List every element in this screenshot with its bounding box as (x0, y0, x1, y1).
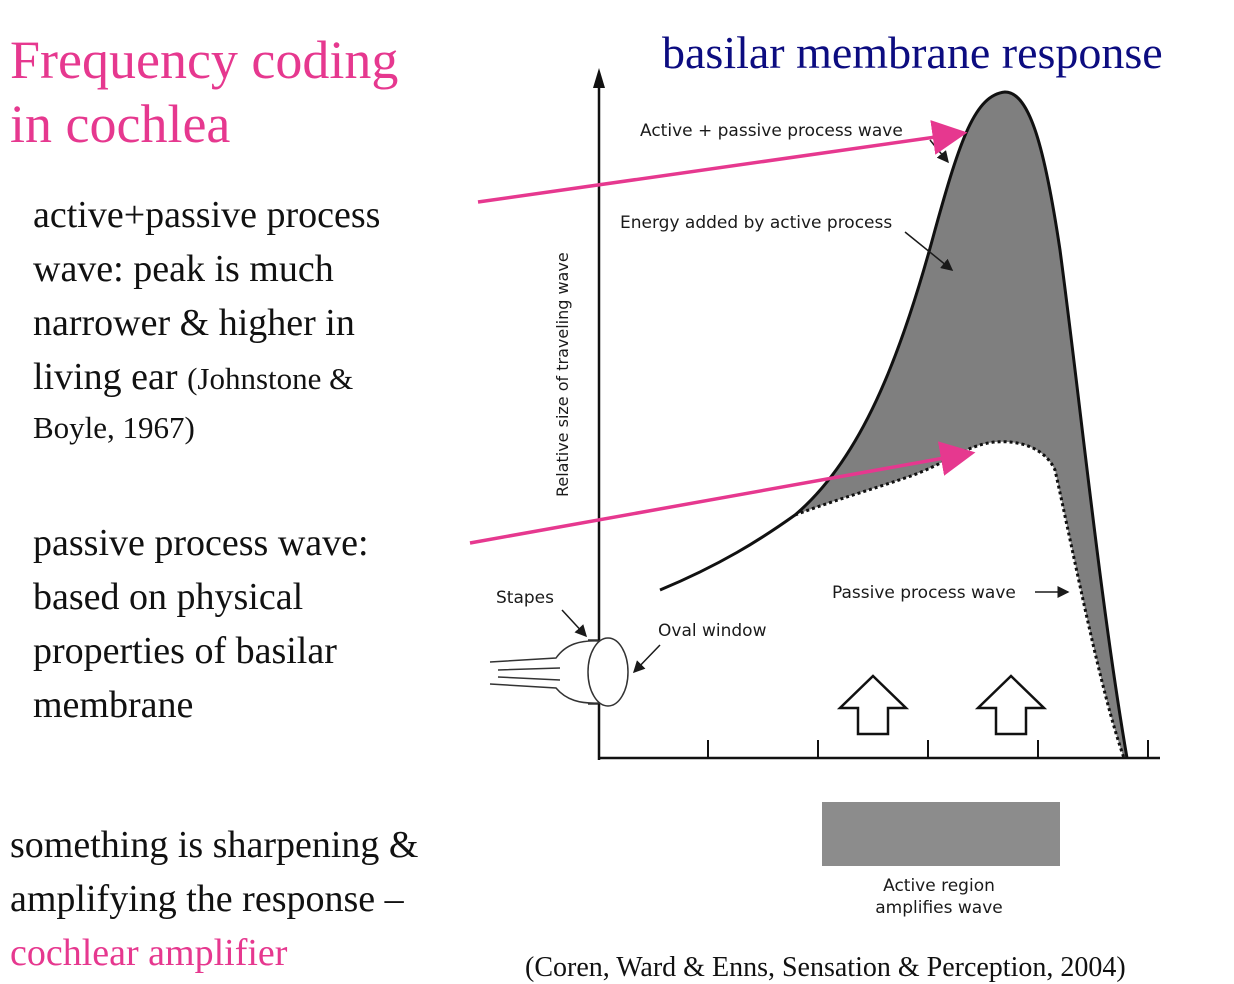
oval-window-label: Oval window (658, 621, 767, 641)
active-region-up-arrow-left (836, 674, 910, 736)
energy-added-label: Energy added by active process (620, 213, 892, 233)
active-passive-pointer (929, 139, 949, 164)
stapes-pointer (561, 609, 588, 638)
active-text-line-1: active+passive process (33, 194, 381, 236)
passive-text-line-2: based on physical (33, 576, 304, 618)
active-energy-region (795, 92, 1127, 758)
active-text-line-3: narrower & higher in (33, 302, 355, 344)
passive-wave-curve (794, 440, 1126, 759)
oval-window-pointer (632, 644, 661, 674)
y-axis-label: Relative size of traveling wave (553, 252, 572, 497)
amplifier-description: something is sharpening & amplifying the… (10, 818, 530, 980)
bottom-text-line-1: something is sharpening & (10, 824, 419, 866)
x-axis-ticks (707, 740, 1149, 758)
stapes-illustration (489, 637, 629, 707)
active-text-line-4: living ear (Johnstone & (33, 350, 473, 406)
pink-pointer-active (477, 120, 968, 204)
active-passive-description: active+passive process wave: peak is muc… (33, 188, 473, 450)
active-text-line-4-main: living ear (33, 356, 178, 398)
stapes-label: Stapes (496, 588, 554, 608)
active-region-label-line-1: Active region (883, 876, 995, 896)
passive-wave-label: Passive process wave (832, 583, 1016, 603)
active-passive-wave-label: Active + passive process wave (640, 121, 903, 141)
y-axis-arrowhead (593, 68, 605, 88)
active-region-bar (822, 802, 1060, 866)
energy-pointer (904, 231, 954, 271)
bottom-text-line-2: amplifying the response – (10, 878, 404, 920)
active-text-line-2: wave: peak is much (33, 248, 334, 290)
passive-text-line-1: passive process wave: (33, 522, 369, 564)
active-text-line-5: Boyle, 1967) (33, 410, 195, 445)
pink-pointer-passive (469, 441, 976, 545)
passive-text-line-3: properties of basilar (33, 630, 337, 672)
slide-title: Frequency coding in cochlea (10, 30, 399, 154)
passive-text-line-4: membrane (33, 684, 194, 726)
active-region-label-line-2: amplifies wave (875, 898, 1002, 918)
figure-citation: (Coren, Ward & Enns, Sensation & Percept… (525, 952, 1126, 983)
passive-description: passive process wave: based on physical … (33, 516, 473, 732)
figure-title: basilar membrane response (662, 27, 1163, 78)
active-region-up-arrow-right (974, 674, 1048, 736)
cochlear-amplifier-term: cochlear amplifier (10, 932, 288, 974)
active-text-citation: (Johnstone & (187, 361, 354, 396)
